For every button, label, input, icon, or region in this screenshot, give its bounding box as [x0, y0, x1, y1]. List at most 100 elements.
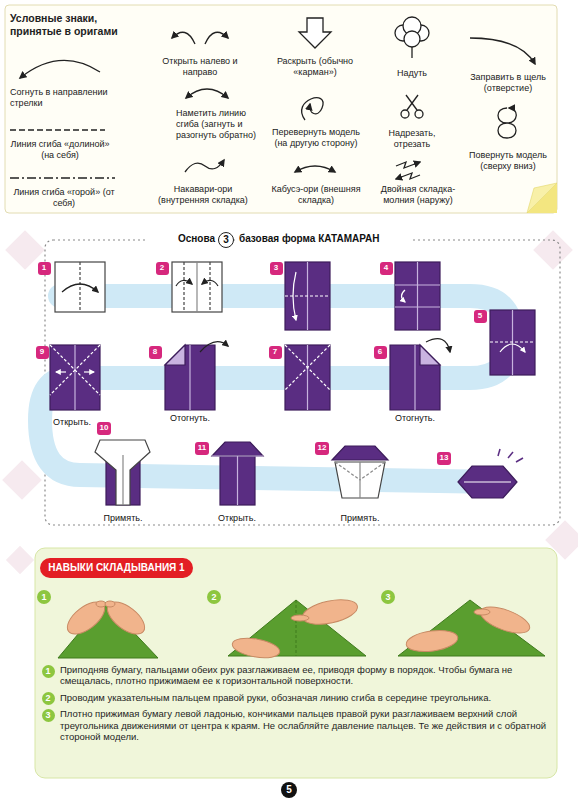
- hand-photo: [474, 609, 490, 615]
- origami-step: [176, 280, 192, 286]
- legend-symbol: [396, 173, 420, 179]
- legend-label: Кабусэ-ори (внешняя складка): [266, 184, 366, 206]
- origami-step: [237, 456, 238, 505]
- step-number: 13: [437, 452, 451, 465]
- origami-step: [56, 371, 66, 372]
- legend-symbol: [401, 110, 409, 118]
- node-text: 6: [378, 348, 382, 356]
- step-caption: Примять.: [92, 513, 154, 524]
- node-text: 2: [45, 694, 50, 703]
- legend-symbol: [406, 95, 417, 110]
- origami-step: [360, 462, 385, 480]
- legend-symbol: [20, 60, 100, 78]
- origami-step: [285, 262, 330, 330]
- legend-symbol: [185, 160, 224, 172]
- step-number: 10: [97, 422, 111, 435]
- legend-label: Перевернуть модель (на другую сторону): [266, 127, 366, 149]
- instruction-text: Приподняв бумагу, пальцами обеих рук раз…: [60, 664, 548, 687]
- legend-label: Заправить в щель (отверстие): [466, 72, 550, 94]
- watermark: [2, 460, 42, 500]
- origami-step: [50, 345, 100, 410]
- origami-step: [62, 284, 98, 292]
- node-text: НАВЫКИ СКЛАДЫВАНИЯ 1: [48, 563, 184, 573]
- legend-label: Открыть налево и направо: [150, 56, 250, 78]
- node-text: 1: [41, 593, 46, 602]
- origami-step: [464, 481, 511, 482]
- legend-heading: Условные знаки, принятые в оригами: [10, 12, 135, 37]
- legend-panel: [5, 5, 557, 213]
- node-text: 2: [211, 593, 216, 602]
- legend-label: Линия сгиба «долиной» (на себя): [8, 139, 112, 161]
- step-number: 12: [315, 442, 329, 455]
- hand-photo: [102, 596, 150, 640]
- legend-symbol: [186, 89, 228, 98]
- origami-step: [209, 262, 210, 312]
- node-text: 3: [223, 235, 229, 245]
- legend-panel: [527, 183, 557, 213]
- hand-photo: [105, 601, 115, 607]
- node-text: 13: [440, 454, 449, 462]
- legend-symbol: [299, 18, 331, 48]
- step-number: 3: [270, 262, 283, 275]
- legend-symbol: [295, 166, 335, 172]
- origami-step: [498, 449, 500, 456]
- origami-step: [414, 345, 415, 410]
- photo-number: 3: [381, 590, 395, 604]
- section-badge: НАВЫКИ СКЛАДЫВАНИЯ 1: [40, 558, 193, 578]
- node-text: 11: [198, 444, 206, 452]
- legend-symbol: [498, 108, 516, 138]
- paragraph-number: 1: [42, 665, 55, 678]
- step-number: 7: [269, 346, 282, 359]
- section-title: базовая форма КАТАМАРАН: [236, 233, 412, 245]
- origami-step: [202, 280, 218, 286]
- origami-step: [50, 262, 535, 505]
- node-text: 8: [153, 348, 157, 356]
- legend-symbol: [404, 31, 420, 47]
- origami-step: [417, 262, 418, 330]
- hand-photo: [405, 627, 459, 654]
- origami-step: [189, 345, 190, 410]
- origami-step: [50, 345, 100, 395]
- origami-step: [165, 345, 215, 410]
- step-caption: Примять.: [329, 513, 391, 524]
- origami-step: [74, 345, 75, 410]
- step-number: 11: [195, 442, 209, 455]
- step-number: 9: [36, 346, 49, 359]
- origami-step: [490, 310, 535, 375]
- legend-label: Наметить линию сгиба (загнуть и разогнут…: [176, 108, 264, 140]
- origami-step: [183, 262, 184, 312]
- origami-step: [420, 345, 440, 365]
- step-number: 5: [474, 310, 487, 323]
- legend-symbol: [415, 110, 423, 118]
- photo-number: 2: [207, 590, 221, 604]
- node-text: 10: [100, 424, 109, 432]
- node-text: 4: [384, 264, 388, 272]
- node-text: 9: [40, 348, 44, 356]
- node-text: 1: [42, 264, 46, 272]
- step-caption: Открыть.: [206, 513, 268, 524]
- origami-step: [196, 262, 197, 312]
- origami-step: [458, 466, 517, 498]
- origami-step: [50, 345, 100, 395]
- legend-symbol: [407, 95, 418, 110]
- origami-step: [390, 345, 440, 410]
- step-caption: Отогнуть.: [385, 413, 445, 424]
- step-number: 6: [374, 346, 387, 359]
- origami-step: [332, 446, 388, 460]
- legend-panel: [5, 5, 557, 213]
- origami-step: [172, 262, 222, 312]
- origami-step: [500, 344, 525, 352]
- legend-label: Раскрыть (обычно «карман»): [264, 56, 366, 78]
- origami-step: [285, 295, 330, 296]
- legend-symbol: [10, 17, 535, 179]
- skills-panel: [35, 548, 557, 778]
- watermark: [533, 230, 573, 270]
- watermark: [2, 230, 578, 574]
- origami-step: [220, 456, 255, 505]
- origami-step: [84, 371, 94, 372]
- legend-label: Двойная складка-молния (наружу): [372, 184, 464, 206]
- node-text: 3: [274, 264, 278, 272]
- origami-step: [402, 290, 406, 302]
- node-text: 5: [478, 312, 482, 320]
- node-text: 12: [318, 444, 327, 452]
